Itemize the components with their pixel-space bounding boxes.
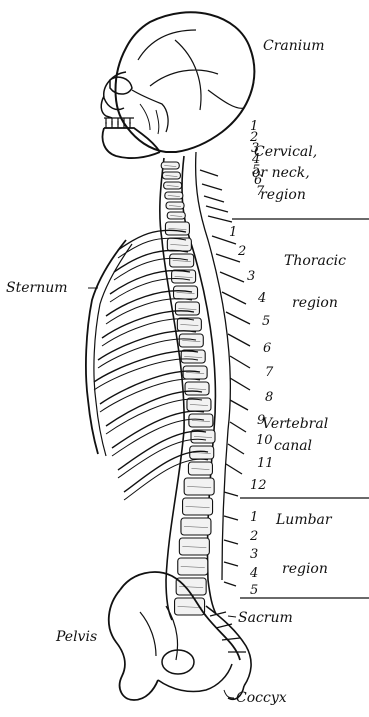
label-lumbar-1: Lumbar <box>275 512 333 528</box>
lumbar-vertebra-number: 3 <box>250 547 258 562</box>
label-lumbar-2: region <box>282 561 328 577</box>
thoracic-vertebra-number: 5 <box>262 314 270 329</box>
thoracic-vertebra-number: 9 <box>257 413 265 428</box>
label-cervical-3: region <box>260 187 306 203</box>
vertebra-body <box>166 202 184 209</box>
thoracic-vertebra-number: 11 <box>257 456 274 471</box>
thoracic-vertebra-number: 4 <box>257 291 266 306</box>
label-sternum: Sternum <box>6 280 68 296</box>
thoracic-vertebra-number: 10 <box>256 433 273 448</box>
label-thoracic-2: region <box>292 295 338 311</box>
thoracic-vertebra-number: 12 <box>250 478 267 493</box>
lumbar-vertebra-number: 1 <box>250 510 258 525</box>
vertebra-body <box>162 172 180 179</box>
label-sacrum: Sacrum <box>238 610 293 626</box>
thoracic-vertebra-number: 1 <box>229 225 237 240</box>
lumbar-vertebra-number: 4 <box>249 566 258 581</box>
vertebra-body <box>167 212 185 219</box>
thoracic-vertebra-number: 3 <box>247 269 255 284</box>
thoracic-vertebra-number: 2 <box>237 244 246 259</box>
lumbar-vertebra-number: 5 <box>250 583 258 598</box>
lumbar-vertebra-number: 2 <box>249 529 258 544</box>
label-coccyx: Coccyx <box>236 690 287 706</box>
lumbar-numbers: 1 2 3 4 5 <box>249 510 258 598</box>
vertebra-body <box>161 162 179 169</box>
label-thoracic-1: Thoracic <box>284 253 346 269</box>
thoracic-vertebra-number: 8 <box>265 390 273 405</box>
label-cranium: Cranium <box>263 38 325 54</box>
thoracic-vertebra-number: 6 <box>263 341 271 356</box>
label-vertebral-canal-2: canal <box>274 438 312 454</box>
label-vertebral-canal-1: Vertebral <box>262 416 328 432</box>
vertebra-body <box>164 182 182 189</box>
label-pelvis: Pelvis <box>55 629 97 645</box>
thoracic-vertebra-number: 7 <box>265 365 274 380</box>
label-cervical-1: Cervical, <box>254 144 317 160</box>
cervical-vertebra-number: 7 <box>256 184 265 199</box>
vertebra-body <box>165 192 183 199</box>
skull-drawing <box>101 12 254 158</box>
